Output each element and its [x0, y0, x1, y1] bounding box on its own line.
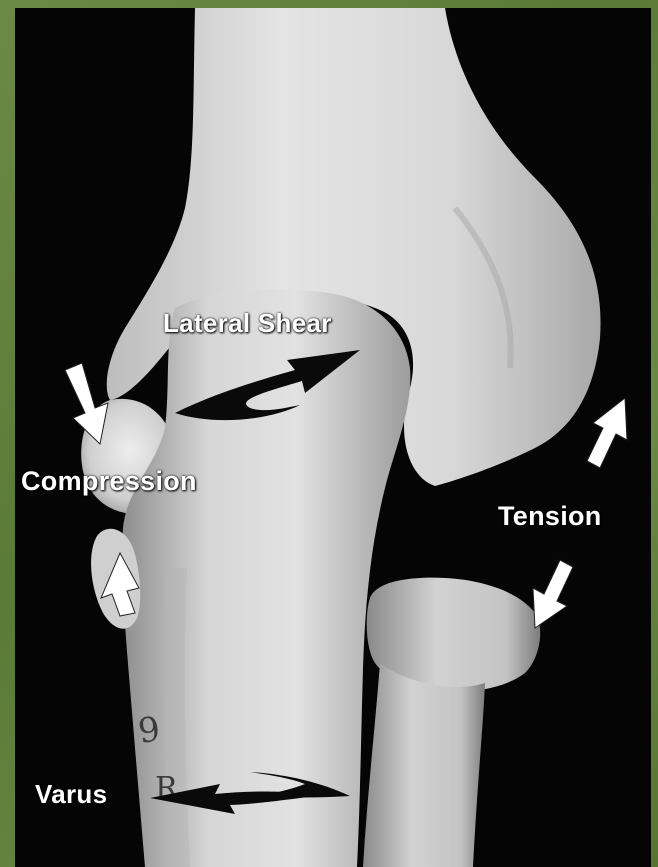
lateral-shear-label: Lateral Shear [163, 308, 332, 339]
tension-up-arrow-icon [587, 398, 627, 468]
radius-shaft [363, 663, 485, 867]
compression-label: Compression [21, 466, 197, 497]
elbow-bone-photograph: 9 R Lateral Shear Compression Tension Va… [15, 8, 651, 867]
varus-label: Varus [35, 779, 107, 810]
tension-down-arrow-icon [533, 560, 573, 628]
bone-illustration: 9 R [15, 8, 651, 867]
tension-label: Tension [498, 501, 602, 532]
